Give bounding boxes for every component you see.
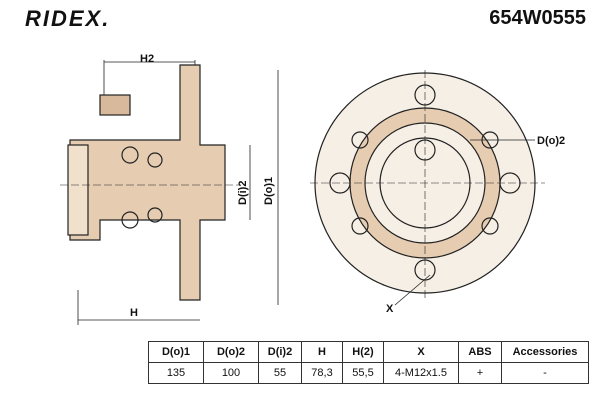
value-cell: + bbox=[458, 362, 502, 384]
value-cell: 55,5 bbox=[342, 362, 384, 384]
table-header-row: D(o)1 D(o)2 D(i)2 H H(2) X ABS Accessori… bbox=[148, 341, 589, 363]
header-cell: H bbox=[301, 341, 343, 363]
header-cell: ABS bbox=[458, 341, 502, 363]
front-view bbox=[310, 70, 545, 306]
header-cell: H(2) bbox=[342, 341, 384, 363]
header-cell: X bbox=[383, 341, 459, 363]
side-view bbox=[60, 60, 279, 325]
value-cell: 135 bbox=[148, 362, 204, 384]
spec-table: D(o)1 D(o)2 D(i)2 H H(2) X ABS Accessori… bbox=[148, 341, 589, 384]
label-di2: D(i)2 bbox=[237, 181, 249, 205]
header-cell: D(o)2 bbox=[203, 341, 259, 363]
label-do1: D(o)1 bbox=[263, 177, 275, 205]
value-cell: 4-M12x1.5 bbox=[383, 362, 459, 384]
label-h: H bbox=[130, 307, 138, 319]
value-cell: 100 bbox=[203, 362, 259, 384]
value-cell: 78,3 bbox=[301, 362, 343, 384]
brand-logo: RIDEX. bbox=[25, 6, 111, 31]
table-row: 135 100 55 78,3 55,5 4-M12x1.5 + - bbox=[148, 362, 589, 384]
label-h2: H2 bbox=[140, 53, 154, 65]
label-do2: D(o)2 bbox=[537, 135, 565, 147]
value-cell: 55 bbox=[258, 362, 302, 384]
header-cell: D(o)1 bbox=[148, 341, 204, 363]
header-cell: Accessories bbox=[501, 341, 589, 363]
header-cell: D(i)2 bbox=[258, 341, 302, 363]
label-x: X bbox=[386, 303, 394, 315]
value-cell: - bbox=[501, 362, 589, 384]
part-number: 654W0555 bbox=[489, 7, 586, 29]
